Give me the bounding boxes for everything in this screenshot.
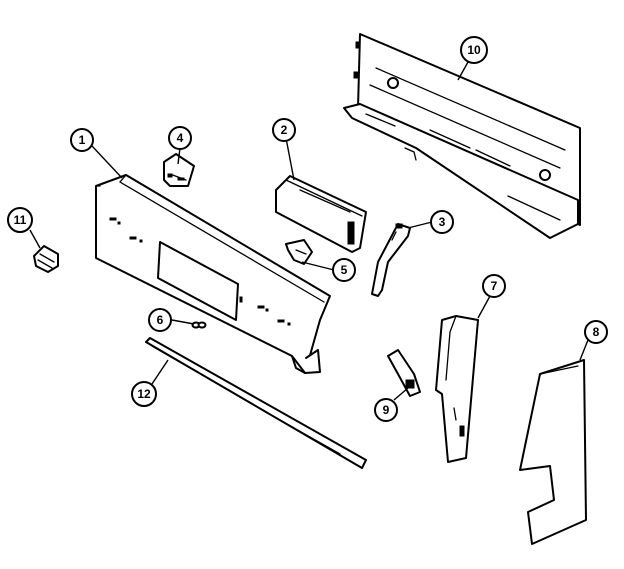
- leader-lines: [29, 61, 589, 401]
- switch-part-4: [163, 153, 195, 187]
- rear-panel-part-10: [343, 33, 581, 239]
- callout-label-2: 2: [281, 123, 288, 137]
- callout-label-7: 7: [491, 279, 498, 293]
- callout-label-5: 5: [341, 263, 348, 277]
- callout-11: 11: [7, 207, 33, 233]
- knob-part-11: [33, 245, 59, 273]
- callout-label-12: 12: [137, 387, 151, 401]
- callout-label-8: 8: [593, 325, 600, 339]
- callout-label-6: 6: [157, 313, 164, 327]
- callout-label-10: 10: [467, 43, 481, 57]
- callout-7: 7: [482, 274, 506, 298]
- callout-4: 4: [168, 126, 192, 150]
- clip-part-5: [285, 239, 313, 265]
- control-module-part-2: [275, 175, 367, 253]
- callout-2: 2: [272, 118, 296, 142]
- wire-harness-part-3: [371, 223, 411, 297]
- screw-part-6: [191, 321, 207, 329]
- callout-9: 9: [374, 398, 398, 422]
- callout-10: 10: [460, 36, 488, 64]
- bracket-part-9: [387, 349, 421, 397]
- callout-label-11: 11: [14, 213, 27, 227]
- callout-label-3: 3: [439, 215, 446, 229]
- side-panel-part-8: [519, 359, 587, 545]
- callout-label-9: 9: [383, 403, 390, 417]
- callout-1: 1: [70, 128, 94, 152]
- callout-12: 12: [131, 381, 157, 407]
- callout-label-1: 1: [79, 133, 86, 147]
- side-trim-part-7: [435, 315, 479, 463]
- trim-strip-part-12: [145, 337, 367, 469]
- callout-8: 8: [584, 320, 608, 344]
- control-panel-part-1: [95, 174, 331, 374]
- callout-6: 6: [148, 308, 172, 332]
- callout-label-4: 4: [177, 131, 184, 145]
- callout-3: 3: [430, 210, 454, 234]
- callout-5: 5: [332, 258, 356, 282]
